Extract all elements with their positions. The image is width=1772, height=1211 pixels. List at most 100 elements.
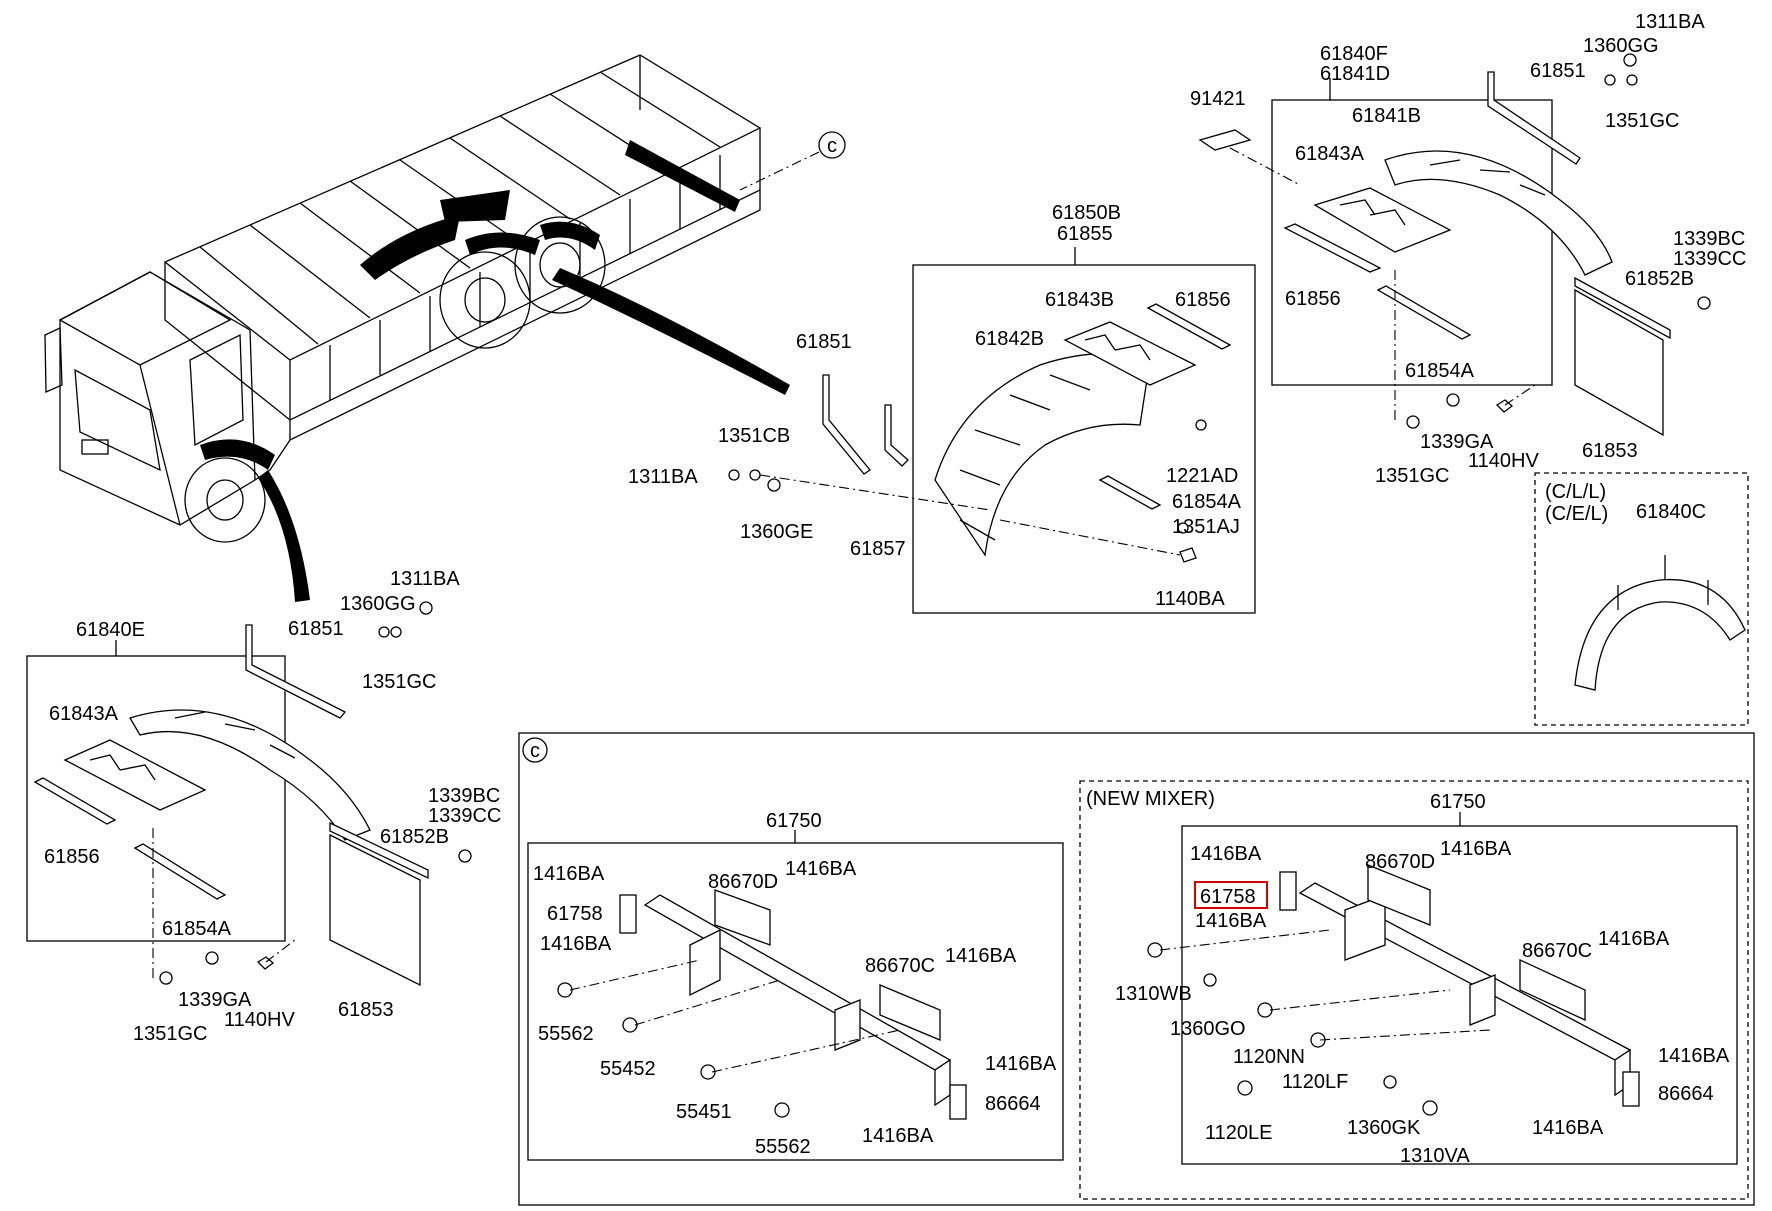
label-1311BA: 1311BA <box>1635 11 1705 33</box>
label-1311BA: 1311BA <box>390 568 460 590</box>
label-61843A: 61843A <box>49 703 119 725</box>
label-61841D: 61841D <box>1320 63 1390 85</box>
labels-cll-cel: (C/L/L) (C/E/L) 61840C <box>1545 481 1706 525</box>
labels-top-right: 61840F 61841D 61841B 61843A 61856 61854A… <box>1190 11 1746 487</box>
label-61856: 61856 <box>1285 288 1341 310</box>
label-1351AJ: 1351AJ <box>1172 516 1240 538</box>
label-1351GC-b: 1351GC <box>1375 465 1450 487</box>
label-61856: 61856 <box>44 846 100 868</box>
top-right-fender-assembly <box>1198 53 1711 437</box>
label-1339BC: 1339BC <box>1673 228 1745 250</box>
label-61843B: 61843B <box>1045 289 1114 311</box>
label-1416BA-d: 1416BA <box>1598 928 1670 950</box>
label-91421: 91421 <box>1190 88 1246 110</box>
label-61854A: 61854A <box>1172 491 1242 513</box>
label-61841B: 61841B <box>1352 105 1421 127</box>
label-61852B: 61852B <box>380 826 449 848</box>
label-1311BA: 1311BA <box>628 466 698 488</box>
bottom-left-fender-assembly <box>26 601 472 987</box>
label-86670D: 86670D <box>708 871 778 893</box>
middle-fender-assembly <box>728 247 1256 614</box>
label-1140HV: 1140HV <box>224 1009 295 1031</box>
label-61855: 61855 <box>1057 223 1113 245</box>
label-55562-a: 55562 <box>538 1023 594 1045</box>
label-86670C: 86670C <box>865 955 935 977</box>
label-61843A: 61843A <box>1295 143 1365 165</box>
label-1360GK: 1360GK <box>1347 1117 1421 1139</box>
label-61840C: 61840C <box>1636 501 1706 523</box>
label-61851: 61851 <box>1530 60 1586 82</box>
label-1351GC: 1351GC <box>1605 110 1680 132</box>
label-61851: 61851 <box>796 331 852 353</box>
highlight-61758 <box>1194 881 1268 909</box>
svg-text:c: c <box>827 135 837 157</box>
label-1416BA-a: 1416BA <box>533 863 605 885</box>
label-55451: 55451 <box>676 1101 732 1123</box>
label-61853: 61853 <box>338 999 394 1021</box>
label-61850B: 61850B <box>1052 202 1121 224</box>
label-1120LE: 1120LE <box>1205 1122 1272 1144</box>
label-61840E: 61840E <box>76 619 145 641</box>
labels-middle: 61850B 61855 61843B 61856 61842B 1221AD … <box>628 202 1242 610</box>
variant-cll-cel <box>1534 472 1749 726</box>
label-1416BA-f: 1416BA <box>862 1125 934 1147</box>
label-1339CC: 1339CC <box>1673 248 1746 270</box>
callout-c-main: c <box>739 131 846 191</box>
label-1416BA-a: 1416BA <box>1190 843 1262 865</box>
assembly-box-61840E <box>26 655 286 942</box>
label-1351GC: 1351GC <box>362 671 437 693</box>
label-1416BA-e: 1416BA <box>1658 1045 1730 1067</box>
label-61758: 61758 <box>547 903 603 925</box>
label-1339CC: 1339CC <box>428 805 501 827</box>
label-1351GC-b: 1351GC <box>133 1023 208 1045</box>
label-61857: 61857 <box>850 538 906 560</box>
label-1310WB: 1310WB <box>1115 983 1192 1005</box>
label-86670C: 86670C <box>1522 940 1592 962</box>
label-61851: 61851 <box>288 618 344 640</box>
section-c: c (NEW MIXER) <box>518 732 1755 1206</box>
label-61750: 61750 <box>766 810 822 832</box>
label-61854A: 61854A <box>1405 360 1475 382</box>
label-1416BA-b: 1416BA <box>1440 838 1512 860</box>
label-1339GA: 1339GA <box>178 989 252 1011</box>
label-86664: 86664 <box>1658 1083 1714 1105</box>
labels-section-c-new-mixer: 61750 1416BA 86670D 1416BA 61758 1416BA … <box>1115 791 1730 1167</box>
label-61842B: 61842B <box>975 328 1044 350</box>
label-1339GA: 1339GA <box>1420 431 1494 453</box>
label-cll: (C/L/L) <box>1545 481 1606 503</box>
label-1140HV: 1140HV <box>1468 450 1539 472</box>
label-cel: (C/E/L) <box>1545 503 1608 525</box>
label-86670D: 86670D <box>1365 851 1435 873</box>
label-1416BA-f: 1416BA <box>1532 1117 1604 1139</box>
label-61750: 61750 <box>1430 791 1486 813</box>
assembly-box-61850B <box>912 264 1256 614</box>
label-1120LF: 1120LF <box>1282 1071 1348 1093</box>
label-1360GG: 1360GG <box>340 593 416 615</box>
label-55452: 55452 <box>600 1058 656 1080</box>
label-86664: 86664 <box>985 1093 1041 1115</box>
label-1120NN: 1120NN <box>1233 1046 1305 1068</box>
label-1360GO: 1360GO <box>1170 1018 1246 1040</box>
label-1416BA-e: 1416BA <box>985 1053 1057 1075</box>
label-61758[interactable]: 61758 <box>1200 886 1256 908</box>
label-1339BC: 1339BC <box>428 785 500 807</box>
label-1351CB: 1351CB <box>718 425 790 447</box>
label-61853: 61853 <box>1582 440 1638 462</box>
labels-bottom-left: 61840E 61851 1311BA 1360GG 1351GC 61843A… <box>44 568 501 1045</box>
label-61854A: 61854A <box>162 918 232 940</box>
label-55562-b: 55562 <box>755 1136 811 1158</box>
section-c-frame <box>518 732 1755 1206</box>
labels-section-c-left: 61750 1416BA 86670D 1416BA 61758 1416BA … <box>533 810 1057 1158</box>
svg-text:c: c <box>530 740 540 762</box>
label-1360GG: 1360GG <box>1583 35 1659 57</box>
label-1416BA-c: 1416BA <box>1195 910 1267 932</box>
label-1140BA: 1140BA <box>1155 588 1225 610</box>
assembly-box-61840F <box>1271 99 1553 386</box>
label-61852B: 61852B <box>1625 268 1694 290</box>
truck-illustration <box>44 54 790 602</box>
label-61840F: 61840F <box>1320 43 1388 65</box>
label-1310VA: 1310VA <box>1400 1145 1470 1167</box>
label-1221AD: 1221AD <box>1166 465 1238 487</box>
label-1416BA-d: 1416BA <box>945 945 1017 967</box>
